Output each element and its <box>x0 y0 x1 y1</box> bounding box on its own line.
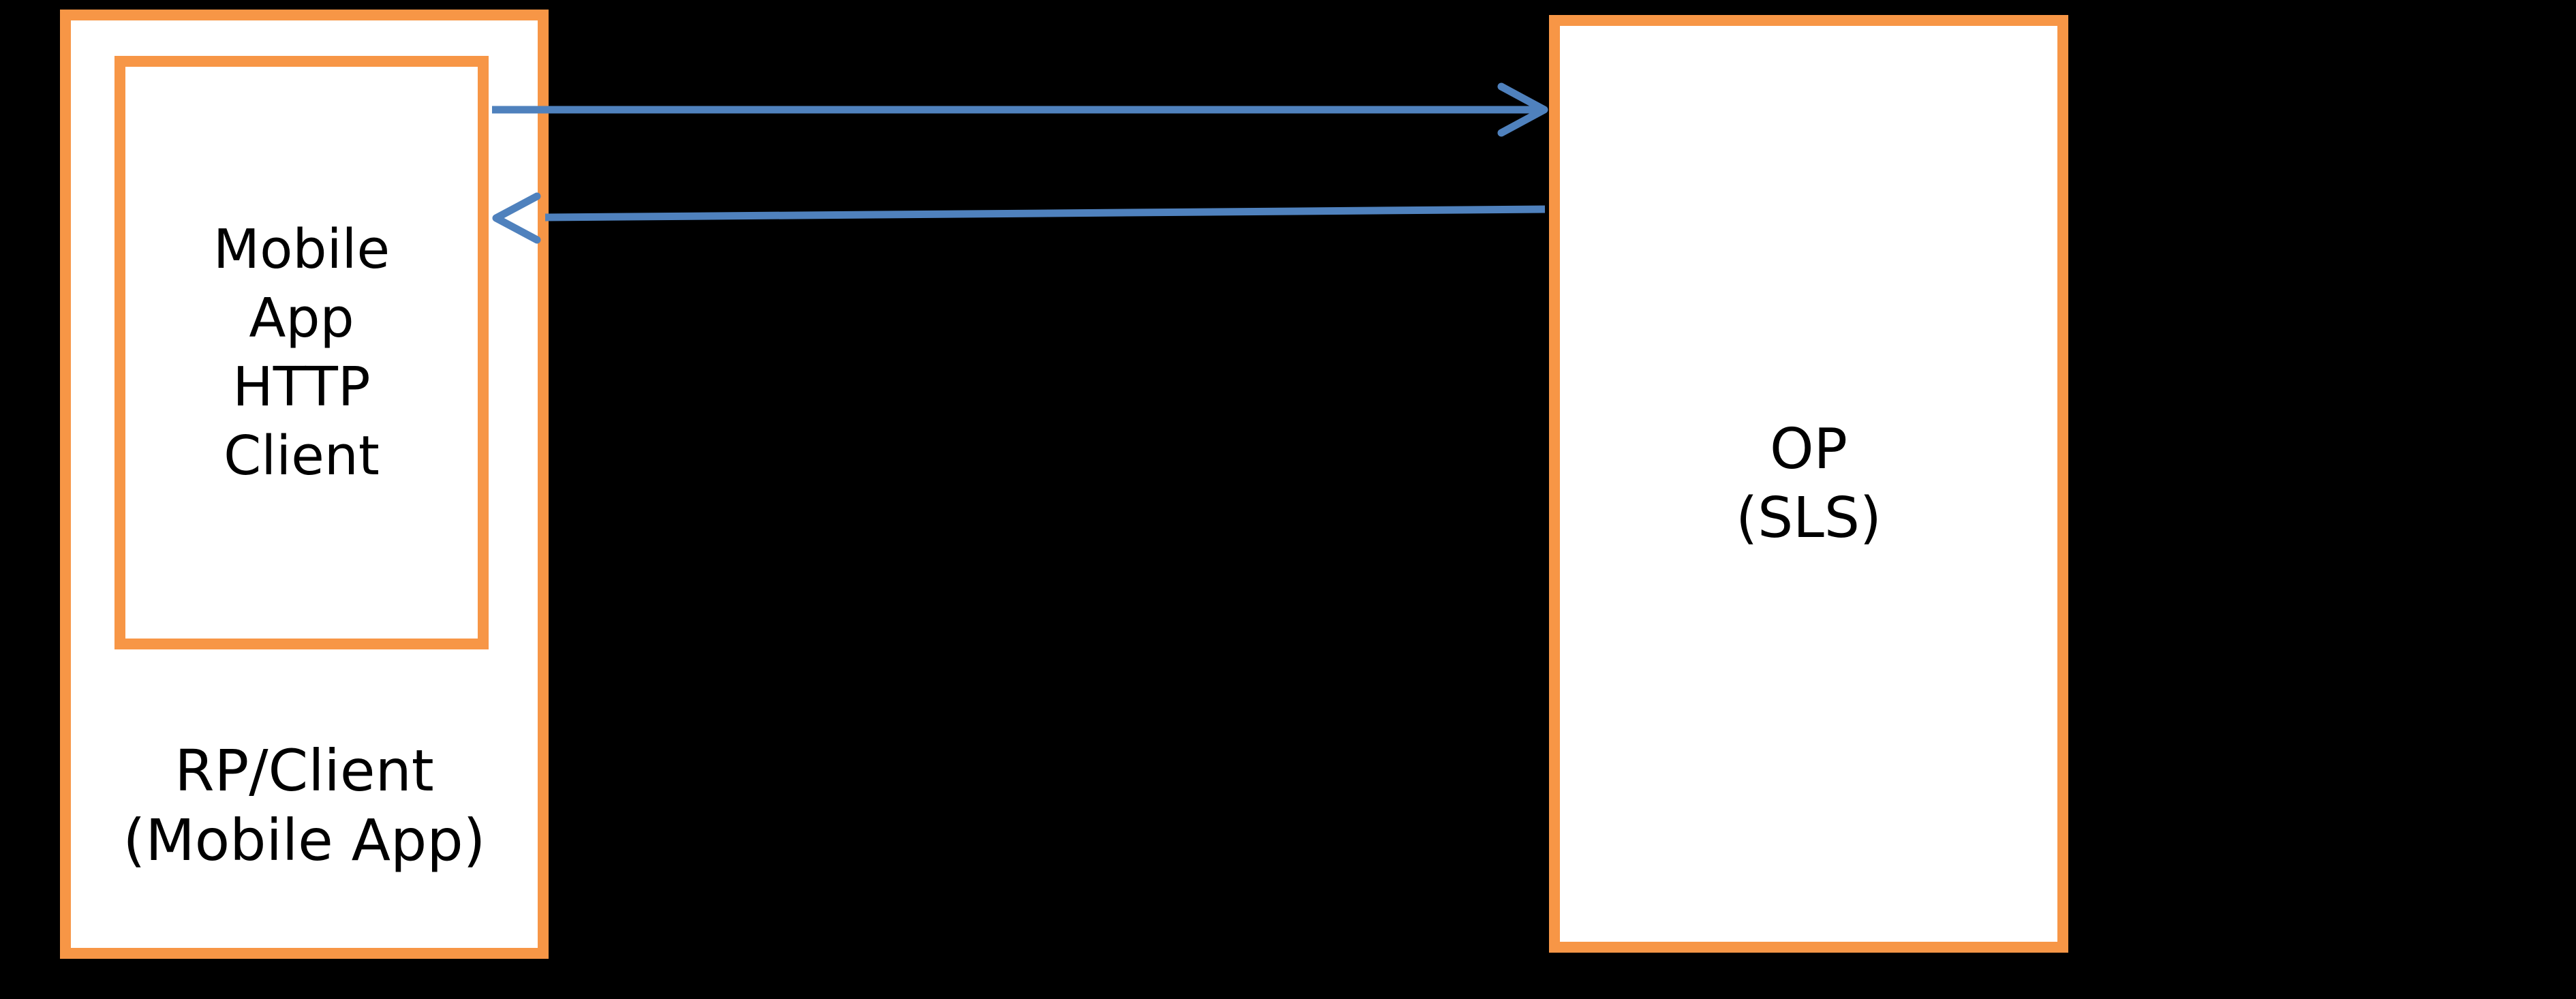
label-line: (SLS) <box>1736 486 1882 551</box>
arrow-rp-to-op <box>492 82 1548 137</box>
arrow-op-to-rp <box>492 192 1546 244</box>
rp-client-label: RP/Client (Mobile App) <box>60 736 549 875</box>
label-line: OP <box>1770 417 1847 482</box>
label-line: App <box>249 286 354 350</box>
label-line: Client <box>224 424 380 487</box>
label-line: (Mobile App) <box>123 807 486 874</box>
op-sls-label: OP (SLS) <box>1736 415 1882 553</box>
label-line: Mobile <box>213 217 390 281</box>
arrow-op-to-rp-shaft <box>545 205 1546 221</box>
arrow-right-head-icon <box>1497 82 1548 137</box>
label-line: HTTP <box>232 355 371 418</box>
box-mobile-app-http-client: Mobile App HTTP Client <box>114 56 489 649</box>
label-line: RP/Client <box>174 737 434 804</box>
box-op-sls: OP (SLS) <box>1549 15 2068 953</box>
mobile-app-http-client-label: Mobile App HTTP Client <box>213 215 390 491</box>
